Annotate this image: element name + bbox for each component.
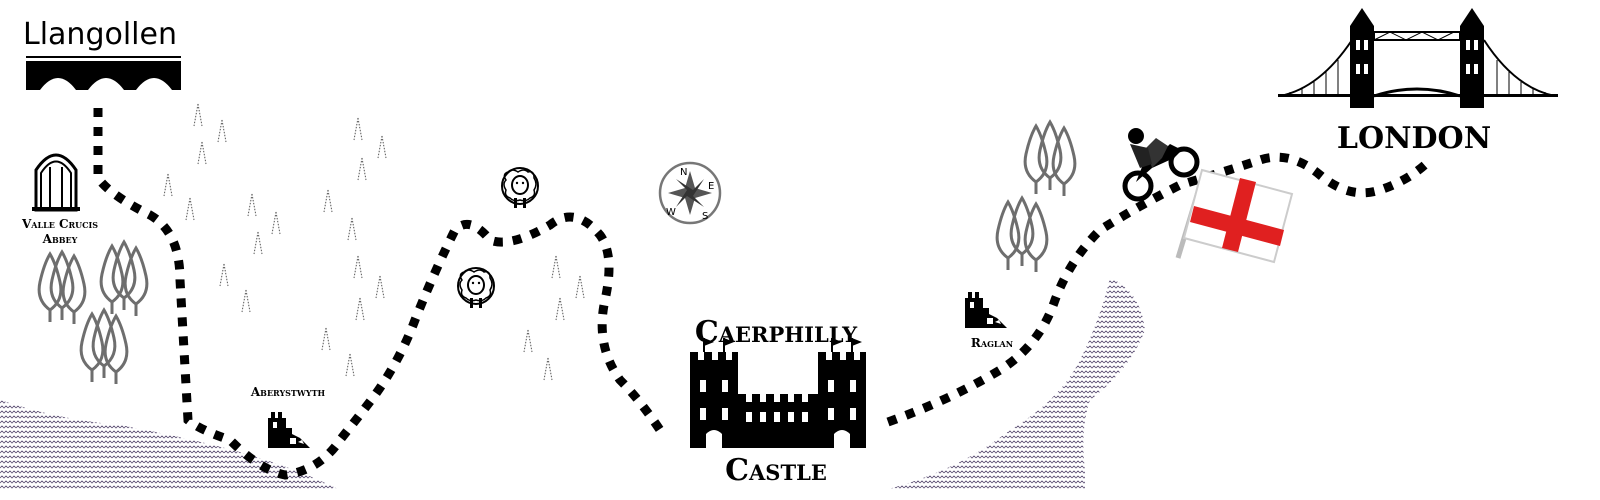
compass-east: E (708, 181, 714, 192)
compass-south: S (702, 211, 708, 222)
sea-west (0, 400, 340, 490)
place-llangollen: Llangollen (23, 17, 177, 52)
place-caerphilly-top: Caerphilly (695, 315, 858, 350)
valle-crucis-abbey-icon (32, 153, 80, 212)
llangollen-bridge-icon (26, 56, 181, 90)
compass-west: W (666, 207, 676, 218)
place-valle-crucis-line2: Abbey (42, 232, 78, 246)
aberystwyth-ruin-icon (268, 412, 310, 448)
motorcycle-rider-icon (1122, 128, 1200, 202)
sea-east (885, 278, 1145, 490)
compass-icon: N E S W (658, 161, 722, 225)
trees-west-icon (37, 240, 149, 386)
place-raglan: Raglan (971, 336, 1013, 350)
place-caerphilly-bottom: Castle (725, 453, 827, 488)
place-aberystwyth: Aberystwyth (250, 385, 326, 399)
tower-bridge-icon (1278, 8, 1558, 108)
compass-north: N (680, 167, 687, 178)
raglan-ruin-icon (965, 292, 1007, 328)
place-valle-crucis-line1: Valle Crucis (21, 217, 98, 231)
trees-east-icon (995, 120, 1077, 274)
caerphilly-castle-icon (690, 338, 866, 448)
route-path-east (886, 152, 1434, 427)
route-path-west (93, 108, 664, 480)
place-london: LONDON (1337, 121, 1491, 156)
england-flag-icon (1175, 168, 1294, 264)
